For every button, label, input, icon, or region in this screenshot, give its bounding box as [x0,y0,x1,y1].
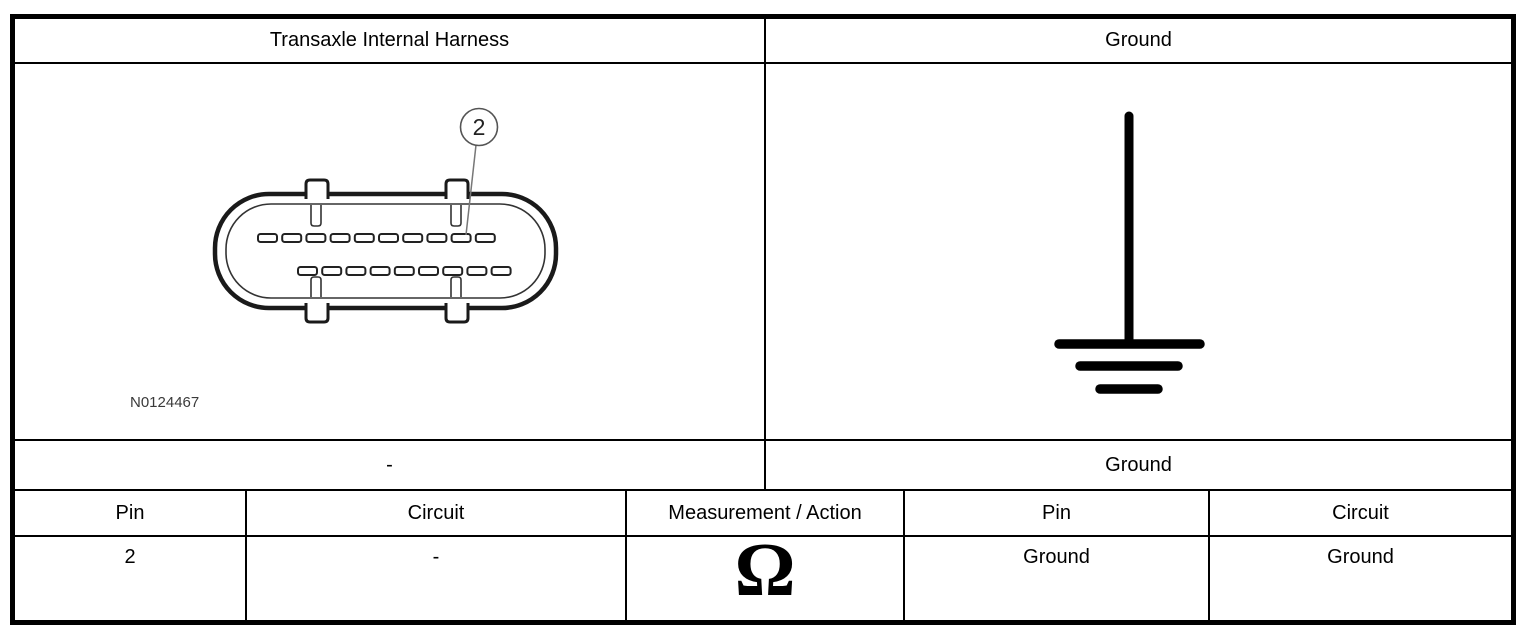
ground-symbol-icon [1054,111,1205,394]
ground-symbol-cell [766,64,1511,439]
bottom-pin-row [297,266,512,276]
measurement-table-header: Pin Circuit Measurement / Action Pin Cir… [15,491,1511,537]
value-pin-right: Ground [905,537,1210,620]
pin-callout-circle [459,107,499,147]
connector-face-diagram-icon: 2 N0124467 [130,107,559,411]
title-row: Transaxle Internal Harness Ground [15,19,1511,64]
connection-left: - [15,441,766,489]
column-header-circuit-left: Circuit [247,491,627,535]
diagram-row: 2 N0124467 [15,64,1511,441]
connection-right: Ground [1105,453,1172,476]
value-circuit-left: - [247,537,627,620]
measurement-table-row: 2 - Ω Ground Ground [15,532,1511,620]
value-circuit-right: Ground [1327,546,1394,568]
top-pin-row [257,233,496,243]
column-header-pin-left: Pin [15,491,247,535]
pinpoint-test-table: Transaxle Internal Harness Ground [10,14,1516,625]
column-header-circuit-right: Circuit [1332,501,1389,524]
connector-diagram-cell: 2 N0124467 [15,64,766,439]
callout-leader-line [465,144,477,236]
pin-callout-label: 2 [473,114,486,140]
column-header-measurement: Measurement / Action [627,491,905,535]
value-pin-left: 2 [15,537,247,620]
title-left: Transaxle Internal Harness [15,19,766,62]
column-header-pin-right: Pin [905,491,1210,535]
figure-number: N0124467 [130,394,199,411]
title-right: Ground [1105,29,1172,51]
connection-row: - Ground [15,441,1511,491]
ohm-measurement-symbol: Ω [627,532,905,620]
